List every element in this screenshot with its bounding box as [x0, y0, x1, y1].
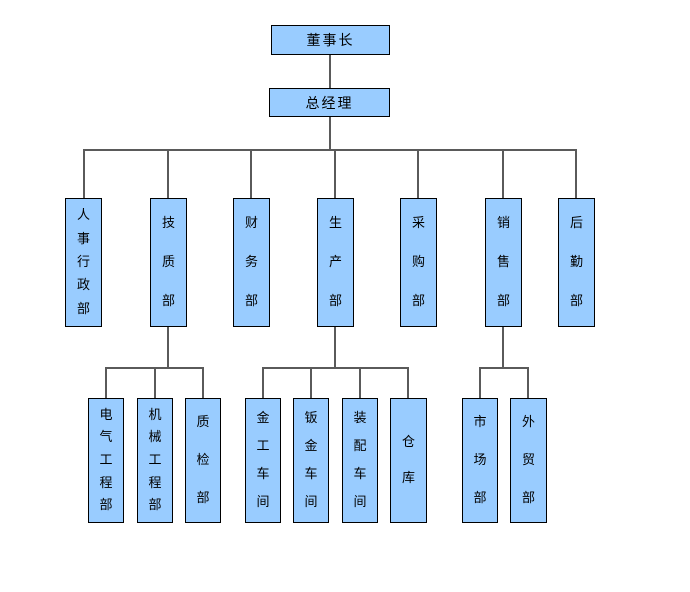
node-label-char: 贸	[521, 452, 535, 468]
connector-chairman-gm	[329, 55, 331, 88]
node-label-char: 购	[411, 255, 425, 270]
connector-bus-sheetmetal	[310, 367, 312, 398]
connector-bus-finance	[250, 149, 252, 198]
connector-bus-assembly	[359, 367, 361, 398]
bus-production	[262, 367, 409, 369]
node-label-char: 采	[411, 216, 425, 231]
node-label-char: 质	[161, 255, 175, 270]
node-label-char: 配	[353, 438, 367, 454]
node-label-char: 工	[256, 438, 270, 454]
node-label-char: 部	[196, 490, 210, 506]
node-label-char: 场	[473, 452, 487, 468]
node-purchasing: 采购部	[400, 198, 437, 327]
node-assembly-workshop: 装配车间	[342, 398, 378, 523]
node-label-char: 人	[76, 208, 90, 224]
node-electrical-engineering: 电气工程部	[88, 398, 124, 523]
connector-bus-electrical	[105, 367, 107, 398]
node-label-char: 售	[496, 255, 510, 270]
node-label-char: 生	[328, 216, 342, 231]
connector-tech-quality-down	[167, 327, 169, 369]
node-foreign-trade: 外贸部	[510, 398, 547, 523]
node-finance: 财务部	[233, 198, 270, 327]
connector-bus-warehouse	[407, 367, 409, 398]
node-tech-quality: 技质部	[150, 198, 187, 327]
connector-bus-foreign-trade	[527, 367, 529, 398]
connector-bus-metalwork	[262, 367, 264, 398]
connector-gm-bus	[329, 117, 331, 150]
node-hr-admin: 人事行政部	[65, 198, 102, 327]
node-label-char: 仓	[401, 435, 415, 450]
node-label-char: 部	[161, 294, 175, 309]
node-mechanical-engineering: 机械工程部	[137, 398, 173, 523]
connector-bus-mechanical	[154, 367, 156, 398]
node-label-char: 产	[328, 255, 342, 270]
node-label-char: 部	[569, 294, 583, 309]
node-metalwork-workshop: 金工车间	[245, 398, 281, 523]
node-label-char: 务	[244, 255, 258, 270]
node-label-char: 检	[196, 452, 210, 468]
node-label-char: 销	[496, 216, 510, 231]
node-label-char: 部	[411, 294, 425, 309]
node-label-char: 车	[256, 467, 270, 483]
node-label-char: 程	[148, 475, 162, 491]
node-chairman: 董事长	[271, 25, 390, 55]
node-label-char: 工	[148, 452, 162, 468]
bus-level2	[83, 149, 577, 151]
node-label-char: 电	[99, 407, 113, 423]
node-label-char: 部	[521, 490, 535, 506]
node-label-char: 勤	[569, 255, 583, 270]
node-label-char: 后	[569, 216, 583, 231]
node-label-char: 车	[304, 467, 318, 483]
node-general-manager: 总经理	[269, 88, 390, 117]
node-label-char: 部	[496, 294, 510, 309]
node-label-char: 金	[304, 438, 318, 454]
connector-bus-purchasing	[417, 149, 419, 198]
node-label-char: 部	[328, 294, 342, 309]
node-label-char: 部	[99, 498, 113, 514]
node-label-char: 车	[353, 467, 367, 483]
node-label-char: 部	[473, 490, 487, 506]
node-label-char: 行	[76, 254, 90, 270]
connector-bus-quality-inspection	[202, 367, 204, 398]
node-label-char: 财	[244, 216, 258, 231]
connector-bus-tech-quality	[167, 149, 169, 198]
connector-bus-hr-admin	[83, 149, 85, 198]
connector-bus-marketing	[479, 367, 481, 398]
node-label-char: 气	[99, 430, 113, 446]
bus-sales	[479, 367, 529, 369]
node-label-char: 部	[244, 294, 258, 309]
node-label-char: 政	[76, 278, 90, 294]
node-label-char: 机	[148, 407, 162, 423]
node-warehouse: 仓库	[390, 398, 427, 523]
node-production: 生产部	[317, 198, 354, 327]
node-quality-inspection: 质检部	[185, 398, 221, 523]
node-label-char: 械	[148, 430, 162, 446]
connector-bus-logistics	[575, 149, 577, 198]
connector-sales-down	[502, 327, 504, 369]
node-label-char: 外	[521, 415, 535, 431]
node-logistics: 后勤部	[558, 198, 595, 327]
node-label-char: 间	[304, 495, 318, 511]
node-label-char: 间	[353, 495, 367, 511]
node-marketing: 市场部	[462, 398, 498, 523]
node-label-char: 金	[256, 410, 270, 426]
connector-bus-sales	[502, 149, 504, 198]
node-label-char: 市	[473, 415, 487, 431]
node-label-char: 事	[76, 231, 90, 247]
connector-production-down	[334, 327, 336, 369]
node-sheetmetal-workshop: 钣金车间	[293, 398, 329, 523]
node-sales: 销售部	[485, 198, 522, 327]
node-label-char: 部	[76, 301, 90, 317]
node-label-char: 间	[256, 495, 270, 511]
node-label-char: 程	[99, 475, 113, 491]
node-label-char: 技	[161, 216, 175, 231]
node-label-char: 质	[196, 415, 210, 431]
node-label-char: 库	[401, 471, 415, 486]
node-label-char: 工	[99, 452, 113, 468]
connector-bus-production	[334, 149, 336, 198]
node-label-char: 装	[353, 410, 367, 426]
node-label-char: 钣	[304, 410, 318, 426]
node-label-char: 部	[148, 498, 162, 514]
